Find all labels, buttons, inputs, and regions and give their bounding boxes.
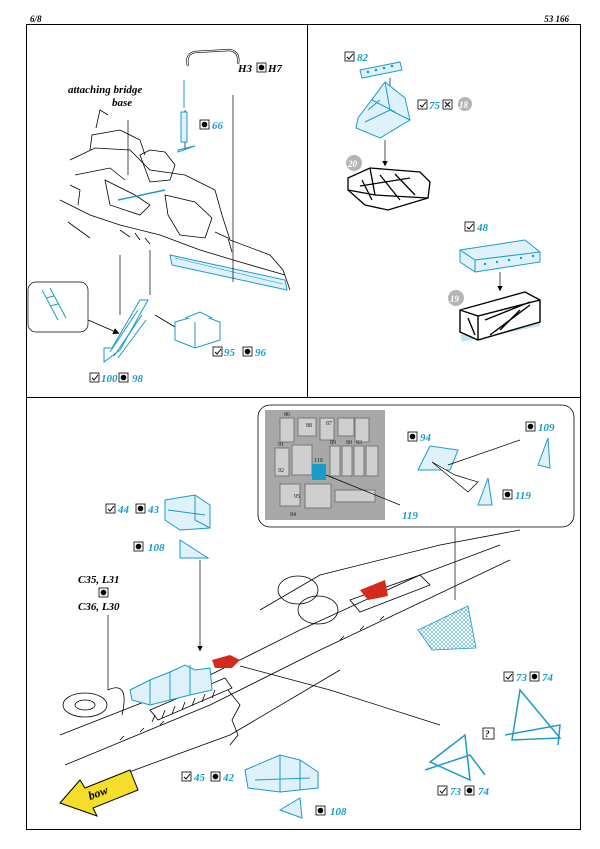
label-42: 42 — [222, 772, 235, 784]
label-73-lower: 73 — [450, 786, 462, 798]
label-74-lower: 74 — [478, 786, 490, 798]
panel-bow-deck: 86 88 87 89 90 91 92 93 119 95 84 119 94 — [59, 404, 575, 819]
label-20: 20 — [347, 159, 358, 169]
label-108-lower: 108 — [330, 806, 347, 818]
bow-deck-sketch — [59, 529, 521, 791]
label-66: 66 — [212, 120, 224, 132]
label-18: 18 — [459, 100, 469, 110]
label-94: 94 — [420, 432, 432, 444]
label-c35: C35, L31 — [78, 574, 120, 586]
svg-text:87: 87 — [326, 421, 332, 427]
label-44: 44 — [117, 504, 130, 516]
label-19: 19 — [450, 294, 460, 304]
instruction-frame — [26, 24, 581, 830]
svg-text:95: 95 — [294, 494, 300, 500]
ship-hull-sketch — [59, 109, 291, 291]
svg-text:93: 93 — [356, 440, 362, 446]
label-100: 100 — [101, 373, 118, 385]
label-95: 95 — [224, 347, 236, 359]
label-74-upper: 74 — [542, 672, 554, 684]
label-48: 48 — [476, 222, 489, 234]
fret-part-numbers: 86 88 87 89 90 91 92 93 119 95 84 — [278, 412, 362, 518]
label-96: 96 — [255, 347, 267, 359]
label-h7: H7 — [267, 63, 283, 75]
label-119-fret: 119 — [402, 510, 418, 522]
product-code: 53 166 — [544, 14, 569, 24]
page-number: 6/8 — [30, 14, 42, 24]
label-attaching-bridge: attaching bridge — [68, 84, 142, 96]
svg-text:84: 84 — [290, 512, 296, 518]
label-base: base — [112, 97, 132, 109]
divider-horizontal — [26, 397, 581, 398]
bow-arrow — [59, 769, 139, 817]
label-question: ? — [485, 729, 490, 739]
label-c36: C36, L30 — [78, 601, 120, 613]
label-43: 43 — [147, 504, 160, 516]
svg-text:119: 119 — [314, 458, 323, 464]
svg-text:89: 89 — [330, 440, 336, 446]
panel-bridge-frames: 82 75 18 20 — [344, 51, 541, 342]
label-108: 108 — [148, 542, 165, 554]
svg-text:88: 88 — [306, 423, 312, 429]
svg-text:91: 91 — [278, 442, 284, 448]
svg-text:90: 90 — [346, 440, 352, 446]
panel-bridge-base: attaching bridge base H3 H7 66 95 96 100… — [27, 48, 291, 385]
svg-text:92: 92 — [278, 468, 284, 474]
label-bow: bow — [86, 782, 111, 802]
mesh-grating — [417, 605, 477, 651]
label-45: 45 — [193, 772, 206, 784]
label-h3: H3 — [237, 63, 253, 75]
label-98: 98 — [132, 373, 144, 385]
label-109: 109 — [538, 422, 555, 434]
label-82: 82 — [357, 52, 369, 64]
label-73-upper: 73 — [516, 672, 528, 684]
red-part-b — [360, 580, 388, 600]
red-part-a — [212, 655, 240, 668]
divider-vertical — [307, 24, 308, 397]
svg-text:86: 86 — [284, 412, 290, 418]
label-75: 75 — [429, 100, 441, 112]
label-119: 119 — [515, 490, 531, 502]
